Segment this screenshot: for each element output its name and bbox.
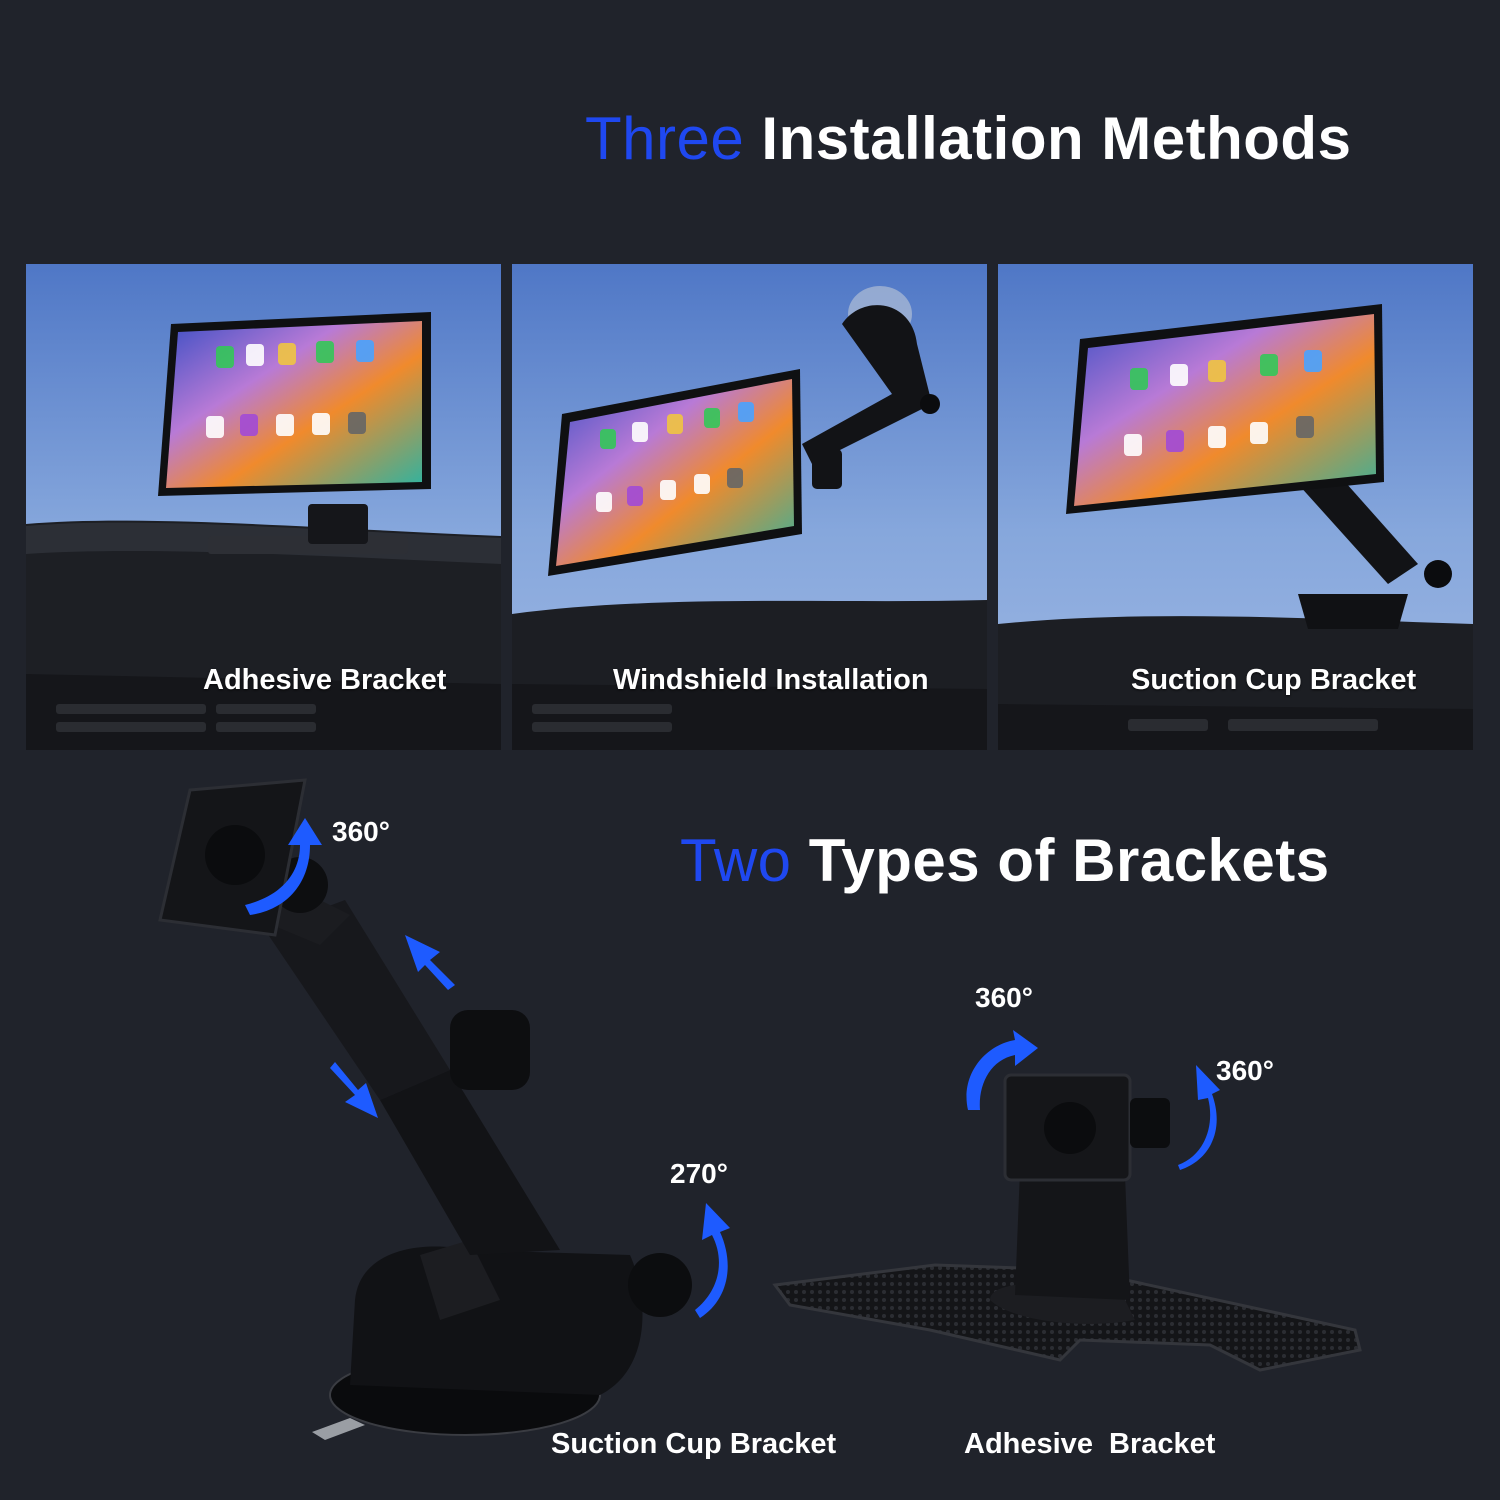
extend-arrow-icon	[330, 1062, 378, 1118]
heading-rest-installation: Installation Methods	[744, 105, 1352, 172]
windshield-install-illustration	[512, 286, 987, 750]
rotation-label-adhesive-top: 360°	[975, 982, 1033, 1013]
suction-install-illustration	[998, 304, 1473, 750]
bracket-label-adhesive: Adhesive Bracket	[964, 1428, 1216, 1460]
heading-accent-three: Three	[585, 105, 745, 172]
panel-label-adhesive: Adhesive Bracket	[203, 664, 447, 696]
rotation-label-suction-head: 360°	[332, 816, 390, 847]
panel-adhesive-bracket	[26, 264, 501, 750]
panel-label-windshield: Windshield Installation	[613, 664, 929, 696]
rotation-arrow-icon	[245, 818, 322, 915]
adhesive-bracket-image	[772, 1073, 1362, 1372]
rotation-label-adhesive-side: 360°	[1216, 1055, 1274, 1086]
extend-arrow-icon	[405, 935, 455, 990]
adhesive-install-illustration	[26, 312, 501, 750]
bracket-label-suction: Suction Cup Bracket	[551, 1428, 837, 1460]
rotation-label-suction-knob: 270°	[670, 1158, 728, 1189]
car-display-icon	[548, 369, 802, 576]
suction-cup-bracket-image	[158, 778, 692, 1440]
panel-suction-cup-bracket	[998, 264, 1473, 750]
rotation-arrow-icon	[695, 1203, 730, 1318]
car-display-icon	[158, 312, 431, 496]
heading-accent-two: Two	[680, 827, 792, 894]
car-display-icon	[1066, 304, 1384, 514]
rotation-arrow-icon	[966, 1030, 1038, 1110]
heading-installation-methods: Three Installation Methods	[585, 104, 1351, 173]
heading-types-of-brackets: Two Types of Brackets	[680, 826, 1330, 895]
heading-rest-types: Types of Brackets	[791, 827, 1330, 894]
panel-windshield-installation	[512, 264, 987, 750]
panel-label-suction: Suction Cup Bracket	[1131, 664, 1417, 696]
rotation-arrow-icon	[1178, 1065, 1220, 1170]
